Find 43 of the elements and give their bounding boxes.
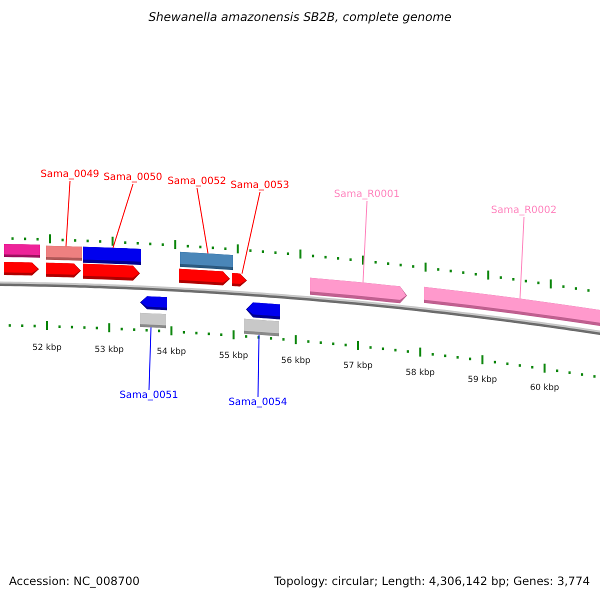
gene-block — [140, 296, 167, 310]
scale-label: 54 kbp — [156, 347, 186, 358]
scale-label: 55 kbp — [218, 351, 248, 362]
gene-label: Sama_R0002 — [491, 205, 557, 217]
gene-bar — [244, 318, 279, 336]
leader-line — [196, 188, 208, 254]
gene-bar — [140, 312, 166, 328]
gene-label: Sama_R0001 — [334, 189, 400, 201]
gene-block — [232, 273, 247, 286]
gene-bar — [83, 246, 141, 265]
gene-label: Sama_0054 — [228, 397, 288, 409]
genome-summary-text: Topology: circular; Length: 4,306,142 bp; Genes: 3,774 — [274, 574, 590, 588]
gene-bar — [424, 286, 600, 327]
leader-line — [258, 334, 260, 398]
leader-line — [362, 200, 368, 284]
scale-label: 57 kbp — [343, 361, 373, 372]
gene-label: Sama_0053 — [230, 180, 290, 192]
gene-block — [83, 264, 140, 281]
scale-label: 52 kbp — [32, 342, 62, 353]
gene-label: Sama_0052 — [168, 176, 226, 188]
scale-label: 60 kbp — [530, 382, 560, 393]
accession-text: Accession: NC_008700 — [9, 574, 140, 588]
scale-label: 58 kbp — [406, 368, 435, 378]
gene-bar — [46, 246, 82, 261]
leader-line — [242, 192, 260, 274]
gene-block — [4, 262, 39, 276]
diagram-title: Shewanella amazonensis SB2B, complete genome — [147, 10, 453, 24]
gene-block — [46, 262, 81, 278]
gene-bar — [180, 252, 233, 270]
scale-label: 53 kbp — [94, 344, 124, 355]
gene-block — [246, 302, 280, 320]
gene-block — [310, 278, 407, 304]
leader-line — [148, 326, 152, 390]
gene-bar — [4, 244, 40, 258]
gene-label: Sama_0051 — [120, 390, 178, 402]
scale-label: 59 kbp — [468, 374, 497, 385]
scale-label: 56 kbp — [281, 356, 310, 366]
gene-label: Sama_0050 — [104, 172, 162, 184]
gene-label: Sama_0049 — [40, 169, 100, 181]
leader-line — [66, 180, 70, 247]
gene-block — [179, 268, 230, 286]
leader-line — [112, 184, 134, 248]
leader-line — [520, 216, 524, 300]
